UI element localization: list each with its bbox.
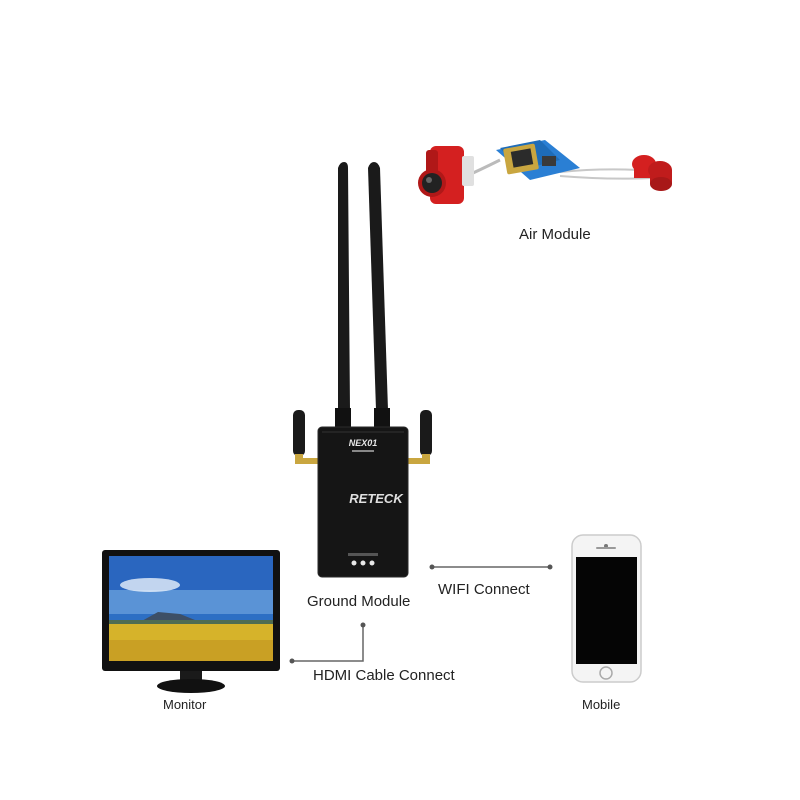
ground-brand-text: RETECK: [349, 491, 404, 506]
ground-model-text: NEX01: [349, 438, 378, 448]
monitor-image: [102, 550, 280, 693]
mobile-image: [571, 534, 642, 683]
hdmi-connector: [289, 622, 366, 664]
wifi-connect-label: WIFI Connect: [438, 581, 530, 598]
ground-module-image: NEX01 RETECK: [293, 162, 432, 578]
ground-module-label: Ground Module: [307, 593, 411, 610]
camera-icon: [418, 146, 474, 204]
status-led-icon: [348, 553, 378, 566]
air-antenna-icon: [632, 155, 672, 191]
air-module-image: [418, 140, 672, 204]
air-module-label: Air Module: [519, 226, 591, 243]
monitor-label: Monitor: [163, 697, 207, 712]
mobile-label: Mobile: [582, 697, 621, 712]
antenna-icon: [335, 162, 390, 428]
side-antenna-icon: [293, 410, 432, 464]
wifi-connector: [429, 564, 553, 570]
hdmi-connect-label: HDMI Cable Connect: [313, 667, 455, 684]
pcb-board-icon: [496, 140, 580, 180]
